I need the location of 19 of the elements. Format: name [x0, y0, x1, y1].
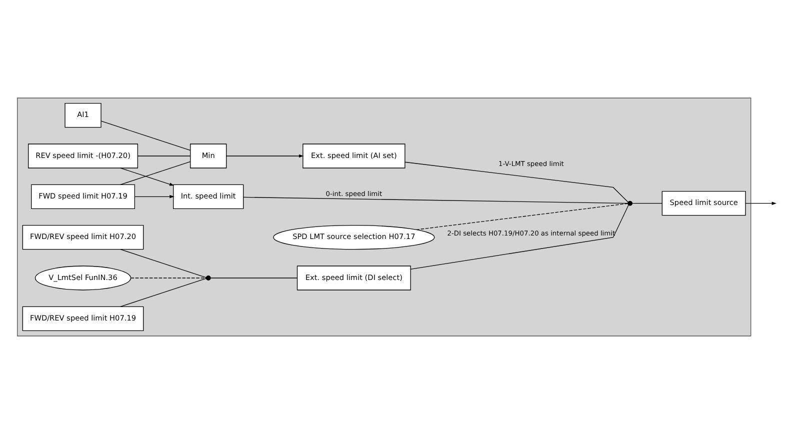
connector	[210, 277, 298, 278]
connector	[243, 196, 628, 204]
node-circle	[206, 275, 211, 280]
connector	[120, 160, 191, 184]
cluster	[17, 97, 752, 336]
connector	[130, 277, 206, 278]
arrow	[120, 167, 174, 186]
arrow	[226, 154, 304, 158]
connector	[416, 202, 628, 230]
connector	[632, 202, 662, 204]
connector	[404, 161, 628, 202]
connector	[410, 204, 629, 269]
connector	[120, 278, 207, 306]
arrow	[745, 201, 776, 204]
arrow	[134, 194, 174, 198]
connector	[137, 155, 191, 156]
connector	[120, 248, 207, 278]
connector	[100, 120, 191, 150]
node-circle	[628, 200, 632, 206]
